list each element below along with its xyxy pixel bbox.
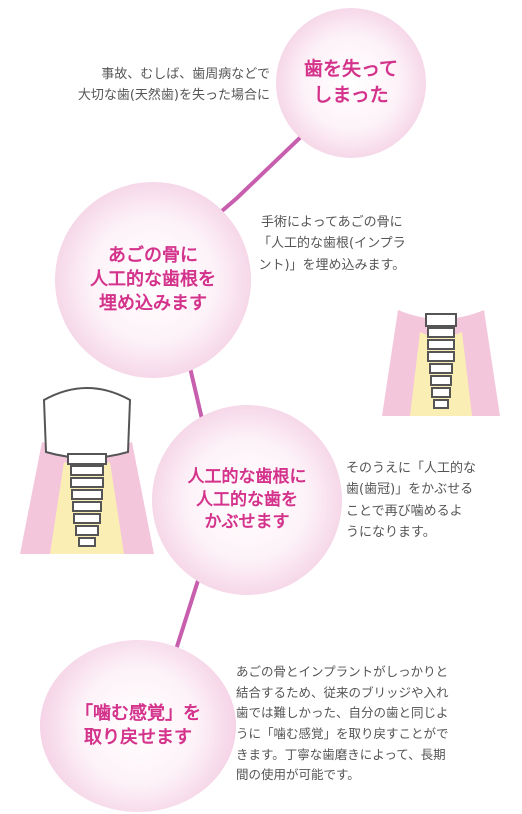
step-3-circle: 人工的な歯根に 人工的な歯を かぶせます <box>152 405 342 595</box>
step-1-title: 歯を失って しまった <box>303 58 399 106</box>
step-3-description: そのうえに「人工的な 歯(歯冠)」をかぶせる ことで再び噛めるよ うになります。 <box>346 461 477 541</box>
step-4-circle: 「噛む感覚」を 取り戻せます <box>40 640 236 812</box>
step-3-title: 人工的な歯根に 人工的な歯を かぶせます <box>187 466 307 533</box>
step-2-title: あごの骨に 人工的な歯根を 埋め込みます <box>90 244 216 315</box>
step-4-title: 「噛む感覚」を 取り戻せます <box>75 702 201 748</box>
implant-crown-illustration <box>20 387 154 554</box>
step-2-circle: あごの骨に 人工的な歯根を 埋め込みます <box>55 182 251 378</box>
step-4-description: あごの骨とインプラントがしっかりと 結合するため、従来のブリッジや入れ 歯では難… <box>236 664 449 783</box>
step-2-description: 手術によってあごの骨に 「人工的な歯根(インプラ ント)」を埋め込みます。 <box>258 215 406 273</box>
implant-root-illustration <box>382 310 500 416</box>
step-1-circle: 歯を失って しまった <box>276 8 426 158</box>
step-1-description: 事故、むしば、歯周病などで 大切な歯(天然歯)を失った場合に <box>77 67 270 104</box>
